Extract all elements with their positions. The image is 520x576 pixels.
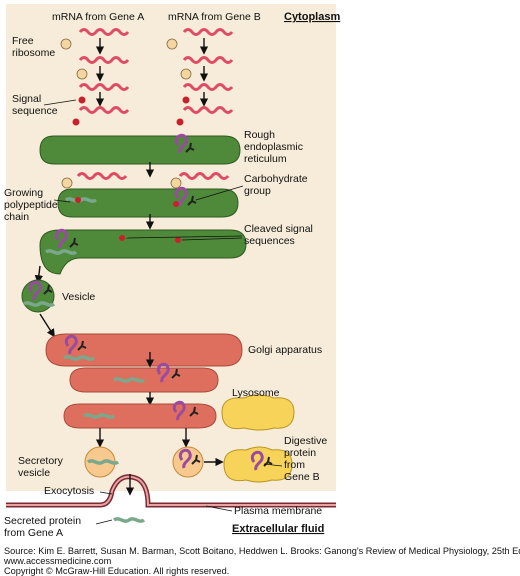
cleaved-pointer-1 (125, 235, 243, 239)
signal-sequence-label: Signal sequence (12, 93, 58, 117)
secreted-protein-label: Secreted protein from Gene A (4, 515, 84, 539)
golgi-cisterna-1 (45, 333, 243, 367)
exocytosis-label: Exocytosis (44, 485, 94, 497)
golgi-cisterna-3 (63, 403, 217, 429)
secreted-protein-pointer (95, 519, 113, 525)
arrow-er3-vesicle (34, 265, 44, 284)
lysosome-organelle (221, 394, 295, 431)
growing-chain-pointer (53, 199, 71, 203)
mrna-arrows (95, 38, 209, 107)
plasma-membrane-pointer (205, 505, 233, 512)
carbohydrate-label: Carbohydrate group (244, 173, 311, 197)
gene-b-label: mRNA from Gene B (168, 11, 261, 23)
growing-chain-label: Growing polypeptide chain (4, 187, 61, 223)
rough-er-2 (57, 188, 239, 218)
secretory-vesicle-label: Secretory vesicle (18, 455, 66, 479)
plasma-membrane-inner (6, 475, 336, 506)
cleaved-signal-label: Cleaved signal sequences (244, 223, 316, 247)
carbohydrate-pointer (195, 185, 244, 201)
extracellular-region (6, 491, 336, 535)
source-citation: Source: Kim E. Barrett, Susan M. Barman,… (4, 546, 520, 556)
digestive-protein-pointer (263, 463, 283, 467)
cleaved-pointer-2 (181, 237, 243, 241)
website-link[interactable]: www.accessmedicine.com (4, 556, 112, 566)
cytoplasm-label: Cytoplasm (284, 11, 340, 23)
arrow-vesicle-golgi (39, 313, 55, 338)
secreted-protein (112, 517, 146, 523)
lysosome-label: Lysosome (232, 387, 280, 399)
plasma-membrane-label: Plasma membrane (234, 505, 322, 517)
digestive-protein-label: Digestive protein from Gene B (284, 435, 330, 483)
golgi-label: Golgi apparatus (248, 344, 322, 356)
vesicle-label: Vesicle (62, 291, 95, 303)
rough-er-1 (39, 135, 241, 165)
copyright-notice: Copyright © McGraw-Hill Education. All r… (4, 566, 230, 576)
extracellular-label: Extracellular fluid (232, 523, 324, 535)
rough-er-label: Rough endoplasmic reticulum (244, 129, 306, 165)
gene-a-label: mRNA from Gene A (52, 11, 144, 23)
free-ribosome-label: Free ribosome (12, 35, 55, 59)
signal-sequences (72, 96, 190, 126)
exocytosis-pointer (99, 491, 113, 495)
signal-sequence-pointer (43, 99, 77, 106)
